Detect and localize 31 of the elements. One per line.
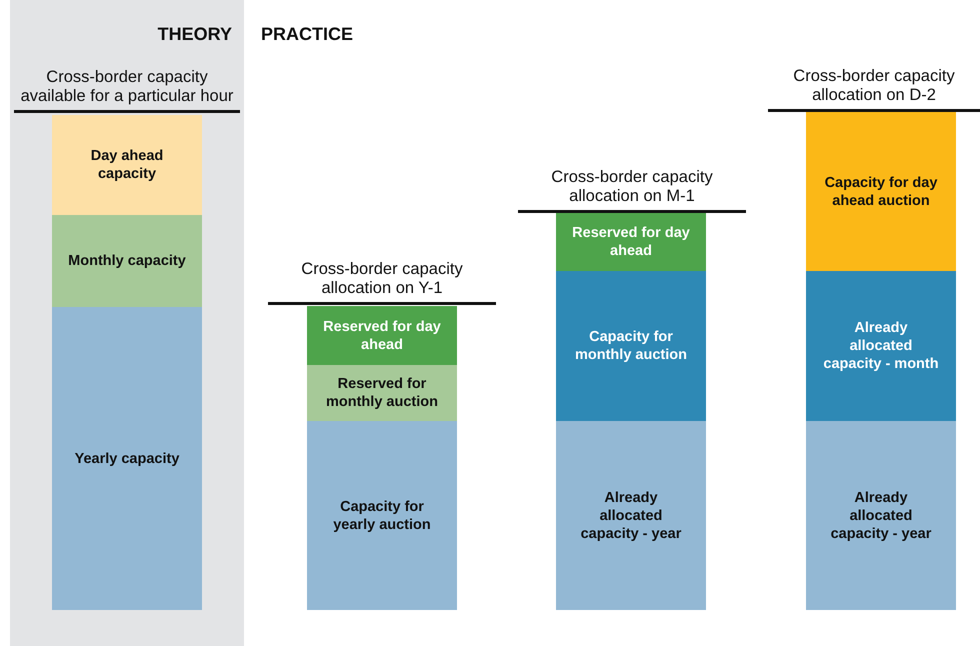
segment-label: Monthly capacity [68,252,186,270]
capacity-segment [52,215,202,307]
segment-label: Day ahead capacity [90,147,164,183]
segment-label: Capacity for yearly auction [332,498,432,534]
capacity-segment [556,271,706,421]
capacity-segment [307,421,457,610]
segment-label: Already allocated capacity - year [580,488,682,542]
heading-text: Cross-border capacity allocation on Y-1 [300,260,464,298]
section-heading: PRACTICE [261,24,354,45]
heading-text: Cross-border capacity allocation on M-1 [550,168,714,206]
capacity-segment [806,271,956,421]
segment-label: Already allocated capacity - month [822,319,940,373]
capacity-segment [806,112,956,271]
capacity-segment [307,306,457,365]
segment-label: Reserved for day ahead [572,224,690,260]
capacity-segment [556,213,706,271]
segment-label: Reserved for day ahead [323,318,441,354]
heading-text: Cross-border capacity available for a particular hour [20,68,234,106]
theory-panel [10,0,244,646]
segment-label: Capacity for day ahead auction [824,174,938,210]
capacity-segment [806,421,956,610]
segment-label: Capacity for monthly auction [574,328,688,364]
capacity-segment [52,115,202,215]
heading-text: Cross-border capacity allocation on D-2 [792,67,956,105]
capacity-segment [556,421,706,610]
capacity-segment [52,307,202,610]
segment-label: Yearly capacity [74,450,180,468]
segment-label: Reserved for monthly auction [325,375,439,411]
panel-heading: THEORY [158,24,232,45]
segment-label: Already allocated capacity - year [830,488,932,542]
capacity-segment [307,365,457,421]
